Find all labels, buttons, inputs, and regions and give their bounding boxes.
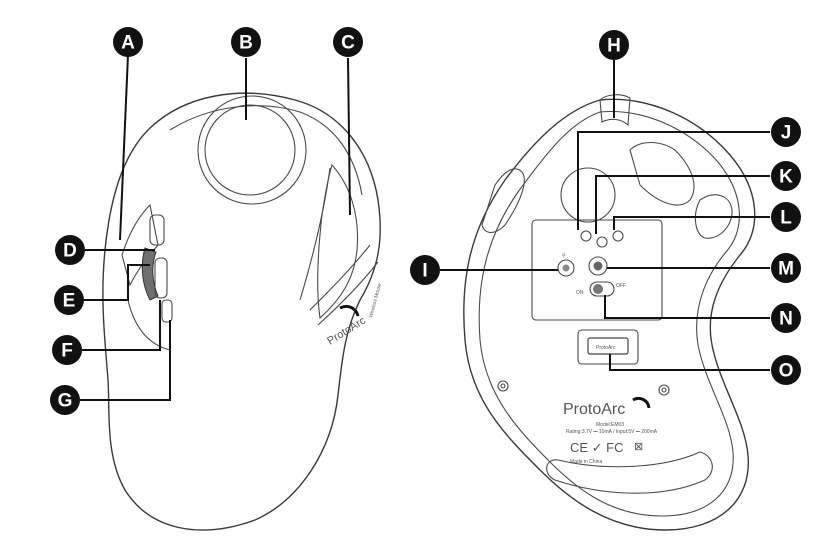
- usb-receiver: [587, 337, 629, 355]
- callout-d: D: [55, 235, 85, 265]
- callout-e: E: [54, 285, 84, 315]
- callout-h: H: [599, 30, 629, 60]
- connect-button-ring: [557, 259, 575, 277]
- power-switch-knob: [593, 284, 603, 294]
- callout-m: M: [771, 253, 801, 283]
- bottom-rating-line: Rating:3.7V ⎓ 10mA / Input:5V ⎓ 200mA: [566, 429, 658, 435]
- bottom-origin: Made in China: [570, 459, 602, 465]
- trackball-ring: [197, 95, 307, 205]
- svg-text:C: C: [341, 33, 355, 54]
- leader-e: [84, 264, 150, 301]
- svg-text:D: D: [63, 241, 77, 262]
- right-button-groove-1: [299, 167, 331, 301]
- weee-bin-icon: ⊠: [634, 441, 643, 453]
- leader-j: [577, 131, 770, 230]
- receiver-label: ProtoArc: [596, 345, 616, 351]
- receiver-slot: [577, 329, 639, 365]
- bottom-mouse-body: [463, 98, 756, 531]
- svg-text:N: N: [779, 309, 793, 330]
- top-hinge: [599, 94, 631, 127]
- svg-text:G: G: [58, 391, 73, 412]
- leader-l: [613, 216, 770, 230]
- svg-text:B: B: [239, 33, 253, 54]
- leader-g: [80, 320, 171, 401]
- switch-label-off: OFF: [616, 283, 626, 289]
- callout-g: G: [50, 385, 80, 415]
- screw-right-inner: [661, 387, 667, 393]
- mode-button: [593, 261, 603, 271]
- front-mouse-body: [102, 92, 381, 531]
- bottom-model-line: Model:EM03: [596, 422, 624, 428]
- connect-button: [562, 264, 570, 272]
- side-button-forward: [154, 257, 168, 299]
- leader-n: [604, 295, 770, 319]
- power-switch-track: [589, 281, 615, 297]
- right-button-groove-2: [309, 244, 371, 311]
- front-view-mouse: ProtoArc Wireless Mouse: [102, 92, 383, 531]
- leader-o: [609, 354, 770, 371]
- svg-text:K: K: [779, 167, 793, 188]
- callout-o: O: [771, 355, 801, 385]
- callout-c: C: [333, 27, 363, 57]
- callout-b: B: [231, 27, 261, 57]
- right-button-groove-3: [317, 261, 379, 326]
- callout-k: K: [771, 161, 801, 191]
- screw-right: [658, 384, 670, 396]
- foot-pad-left: [481, 168, 525, 234]
- foot-pad-right: [694, 194, 733, 239]
- bottom-brand-logo: ProtoArc: [563, 401, 625, 418]
- bottom-inner-rim: [478, 110, 740, 517]
- callout-i: I: [410, 255, 440, 285]
- leader-a: [119, 54, 129, 241]
- bottom-cert-marks: CE ✓ FC: [570, 440, 624, 455]
- callout-n: N: [771, 303, 801, 333]
- svg-text:J: J: [781, 123, 792, 144]
- indicator-led-1: [580, 230, 592, 242]
- callout-l: L: [771, 202, 801, 232]
- svg-text:F: F: [61, 341, 73, 362]
- indicator-led-3: [612, 230, 624, 242]
- leader-f: [82, 300, 161, 351]
- svg-text:E: E: [63, 291, 76, 312]
- svg-text:A: A: [121, 33, 135, 54]
- svg-text:H: H: [607, 36, 621, 57]
- svg-text:M: M: [778, 259, 794, 280]
- optical-sensor-window: [560, 167, 616, 223]
- leader-k: [595, 175, 770, 234]
- front-side-model: Wireless Mouse: [368, 282, 383, 318]
- mode-button-ring: [588, 256, 608, 276]
- svg-text:I: I: [422, 261, 427, 282]
- front-logo-arc: [339, 304, 360, 317]
- trackball: [204, 104, 296, 196]
- callout-j: J: [771, 117, 801, 147]
- screw-left-inner: [500, 383, 506, 389]
- connect-icon: ⚲: [562, 253, 566, 259]
- bottom-logo-arc: [632, 396, 651, 409]
- callout-f: F: [52, 335, 82, 365]
- indicator-led-2: [596, 236, 608, 248]
- svg-text:L: L: [780, 208, 792, 229]
- bottom-view-mouse: ⚲ ON OFF ProtoArc ProtoArc Model:EM03 Ra…: [463, 94, 756, 531]
- front-shell-seam: [169, 105, 363, 196]
- callout-a: A: [113, 27, 143, 57]
- side-button-dpi: [161, 299, 173, 323]
- screw-left: [497, 380, 509, 392]
- switch-label-on: ON: [576, 290, 584, 296]
- foot-pad-bottom: [546, 451, 713, 494]
- leader-lines: [80, 54, 770, 401]
- foot-pad-top-right: [629, 141, 695, 206]
- side-grip: [127, 299, 171, 351]
- side-button-back: [149, 214, 165, 246]
- svg-text:O: O: [779, 361, 794, 382]
- leader-c: [347, 57, 351, 216]
